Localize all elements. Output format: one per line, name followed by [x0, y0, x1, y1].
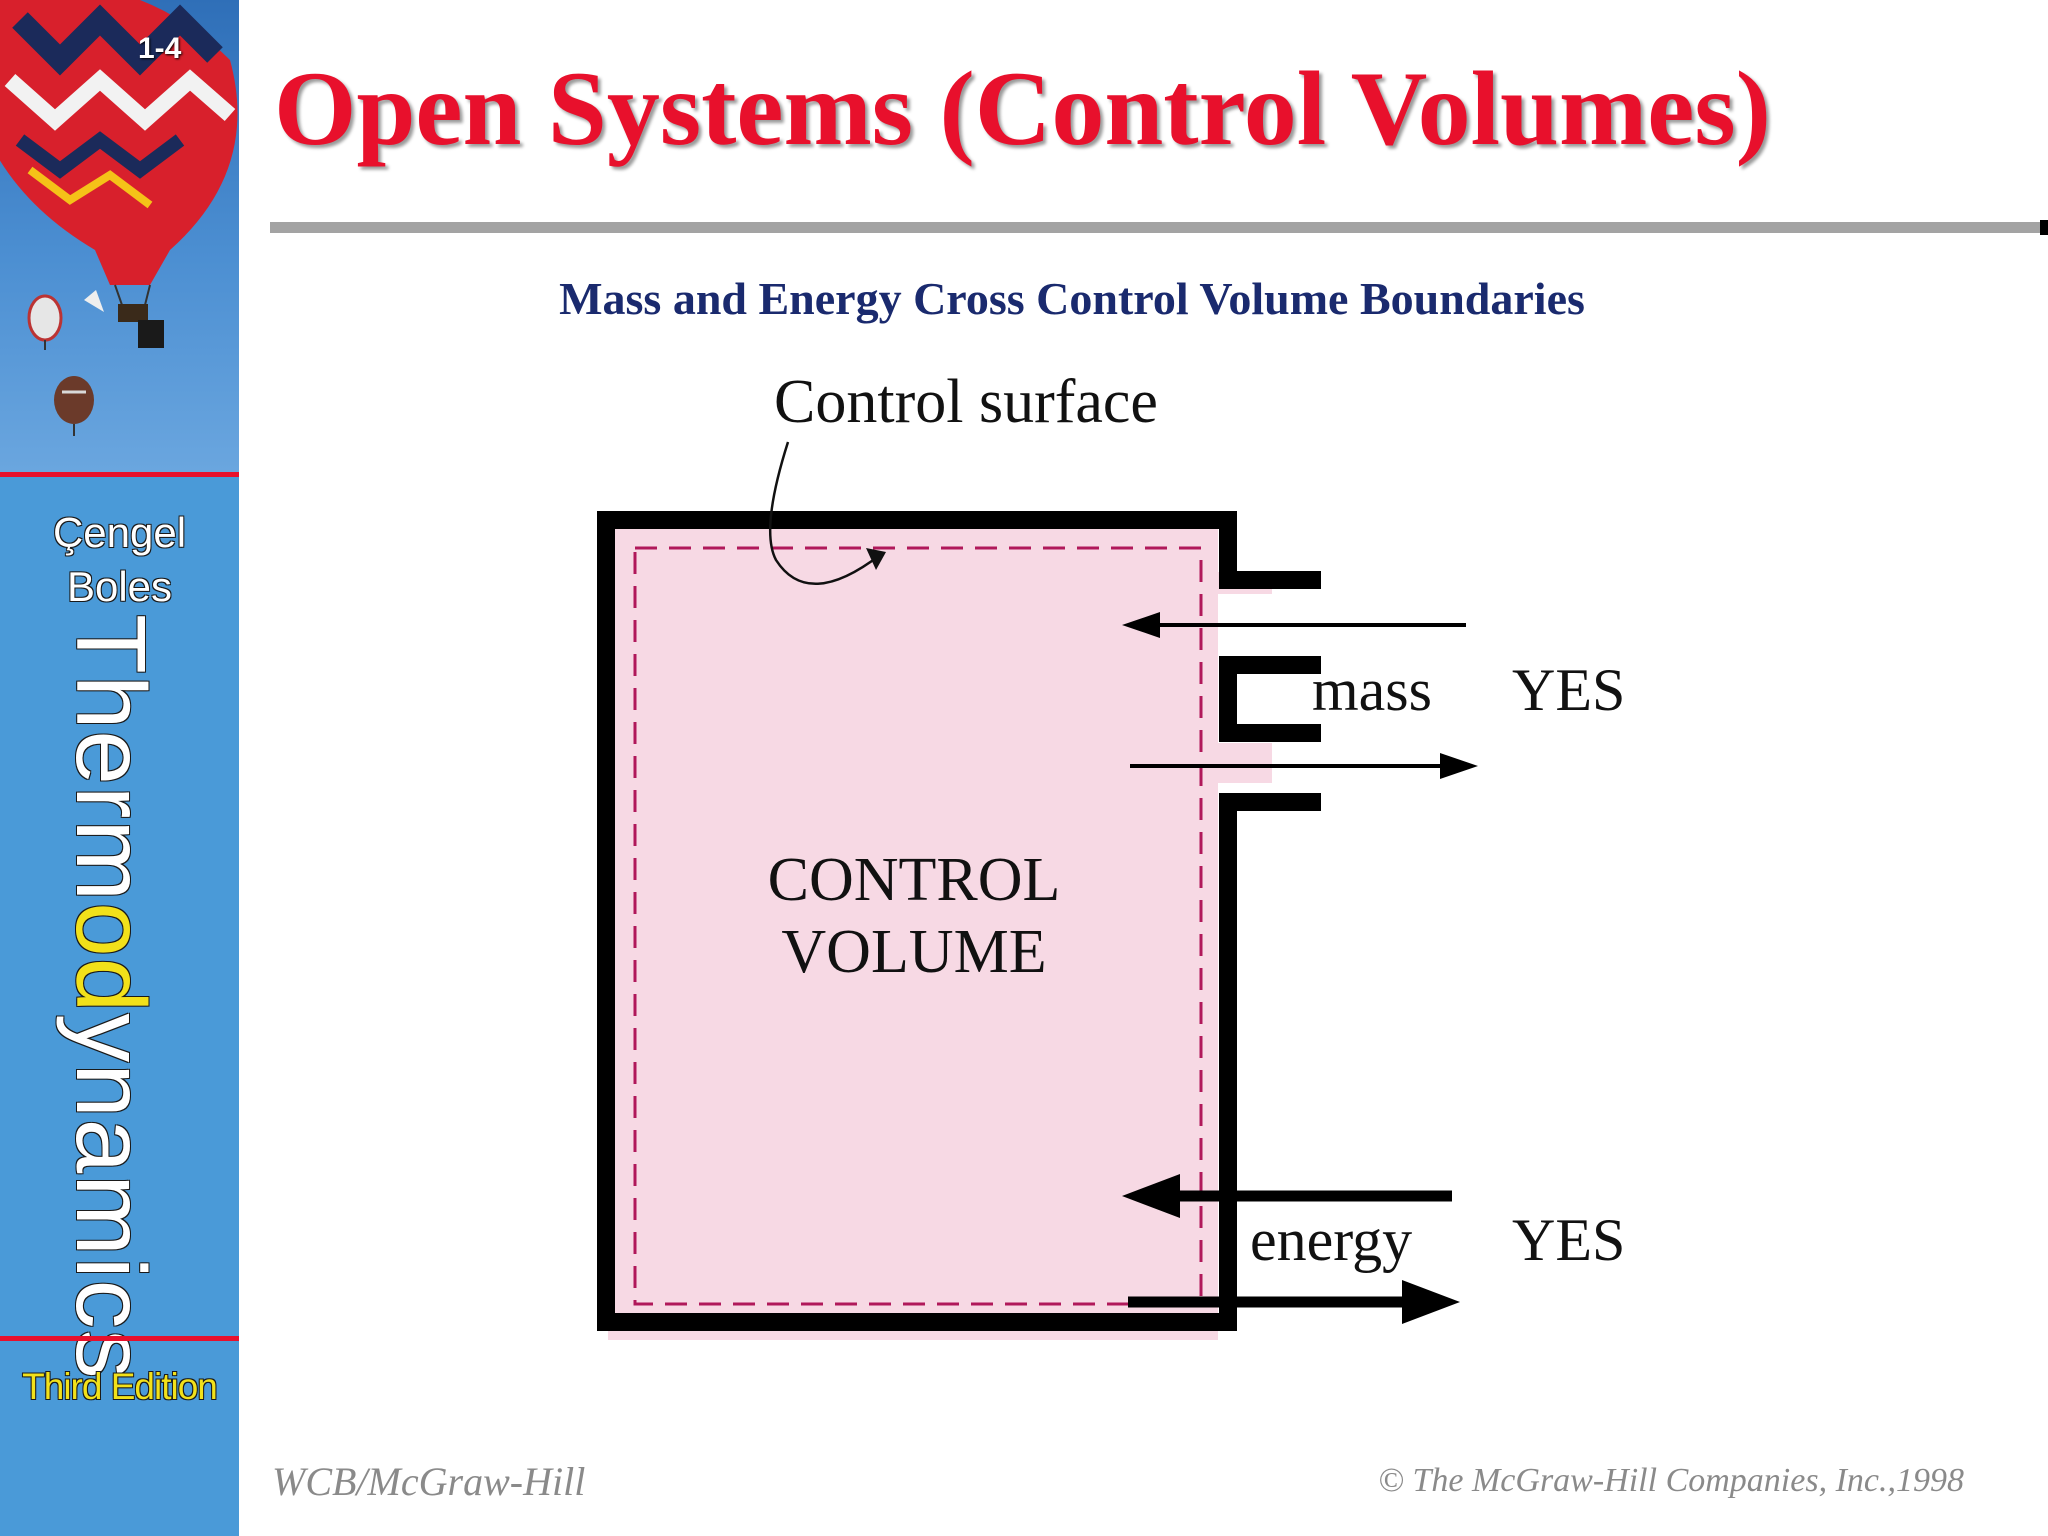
sidebar-divider-top	[0, 472, 239, 477]
book-title-letter: m	[56, 1174, 166, 1257]
book-title-letter: m	[56, 819, 166, 903]
control-surface-boundary	[633, 546, 1203, 1306]
control-volume-diagram: Control surface CONTROL VOLUME mass YES …	[560, 360, 1760, 1405]
book-title-letter: a	[56, 1118, 166, 1175]
slide-number: 1-4	[138, 32, 182, 65]
mass-answer: YES	[1512, 657, 1625, 723]
energy-inflow-arrow	[1122, 1174, 1452, 1218]
book-title-letter: r	[56, 785, 166, 820]
mass-outflow-arrow	[1130, 753, 1478, 779]
outlet-channel-fill	[1218, 743, 1272, 783]
title-divider	[270, 222, 2048, 233]
hot-air-balloon-icon	[0, 0, 238, 348]
edition-label: Third Edition	[22, 1366, 218, 1407]
leader-arrowhead	[866, 548, 886, 570]
control-volume-label-line1: CONTROL	[768, 846, 1061, 914]
footer-publisher: WCB/McGraw-Hill	[272, 1459, 586, 1504]
author-name: Boles	[66, 563, 173, 610]
mass-label: mass	[1312, 657, 1432, 723]
hot-air-balloon-photo	[0, 0, 239, 472]
control-volume-fill	[608, 520, 1218, 1340]
mass-inflow-arrow	[1122, 612, 1466, 638]
book-title-letter: n	[56, 1063, 166, 1119]
book-title: Thermodynamics	[56, 614, 166, 1380]
book-title-letter: c	[56, 1279, 166, 1330]
slide-subtitle: Mass and Energy Cross Control Volume Bou…	[559, 273, 1585, 324]
energy-outflow-arrow	[1128, 1280, 1460, 1324]
energy-label: energy	[1250, 1207, 1412, 1273]
footer-copyright: © The McGraw-Hill Companies, Inc.,1998	[1378, 1462, 1964, 1499]
book-title-letter: i	[56, 1256, 166, 1280]
control-volume-label-line2: VOLUME	[781, 918, 1046, 986]
author-list: Çengel Boles	[0, 506, 239, 614]
control-surface-leader	[768, 441, 881, 585]
book-title-letter: d	[56, 957, 166, 1014]
title-divider-cap	[2040, 220, 2048, 235]
sidebar: 1-4 Çengel Boles Thermodynamics Third Ed…	[0, 0, 239, 1536]
book-title-letter: o	[56, 902, 166, 958]
control-volume-wall	[597, 511, 1321, 1331]
book-title-letter: e	[56, 730, 166, 786]
sidebar-divider-bottom	[0, 1336, 239, 1341]
small-balloon-icon	[27, 290, 104, 436]
slide-title: Open Systems (Control Volumes)	[274, 50, 1771, 167]
book-title-letter: T	[56, 614, 166, 675]
control-surface-label: Control surface	[774, 368, 1158, 436]
book-title-text: Thermodynamics	[56, 614, 166, 1380]
book-title-letter: y	[56, 1013, 166, 1064]
book-title-letter: h	[56, 674, 166, 731]
energy-answer: YES	[1512, 1207, 1625, 1273]
author-name: Çengel	[52, 509, 187, 556]
